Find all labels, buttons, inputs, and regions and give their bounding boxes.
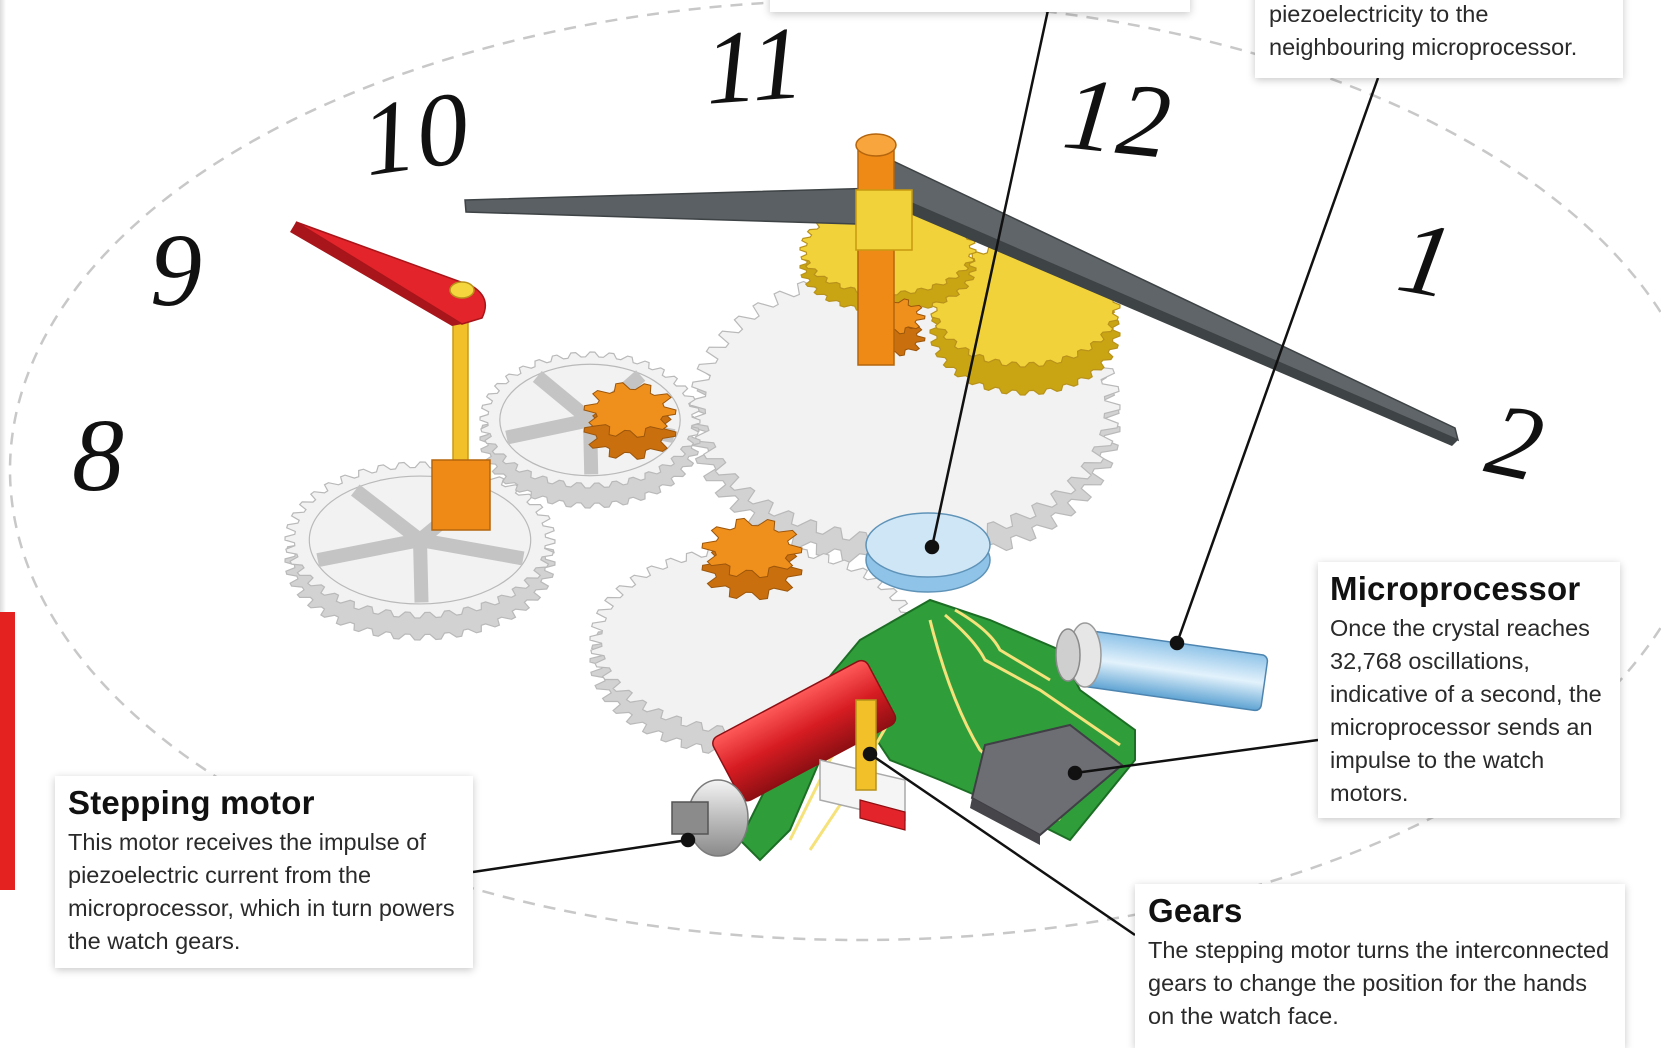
second-hand-cap bbox=[449, 281, 475, 299]
pinion-upper bbox=[583, 382, 677, 460]
page-edge-shadow bbox=[0, 0, 6, 612]
callout-stepping-motor-text: This motor receives the impulse of piezo… bbox=[68, 829, 455, 954]
callout-crystal-box bbox=[770, 0, 1190, 12]
leader-lines bbox=[472, 9, 1380, 937]
leader-gears bbox=[869, 752, 1136, 937]
numeral-2: 2 bbox=[1478, 381, 1555, 505]
callout-microprocessor-text: Once the crystal reaches 32,768 oscillat… bbox=[1330, 615, 1602, 806]
section-color-tab bbox=[0, 612, 15, 890]
leader-battery bbox=[1175, 77, 1380, 644]
leader-crystal bbox=[930, 9, 1050, 548]
callout-gears: Gears The stepping motor turns the inter… bbox=[1135, 884, 1625, 1048]
callout-gears-text: The stepping motor turns the interconnec… bbox=[1148, 937, 1610, 1029]
second-hand-blade bbox=[295, 221, 487, 325]
callout-crystal-continued: piezoelectricity to the neighbouring mic… bbox=[1255, 0, 1623, 78]
callout-stepping-motor-title: Stepping motor bbox=[68, 784, 315, 821]
hour-minute-hands bbox=[464, 133, 1460, 446]
numeral-10: 10 bbox=[355, 69, 478, 198]
microprocessor-chip bbox=[970, 723, 1124, 837]
gear-left-spoked bbox=[284, 461, 556, 641]
pinion-lower bbox=[701, 517, 803, 601]
second-hand-pinion bbox=[431, 459, 491, 531]
numeral-8: 8 bbox=[72, 398, 126, 513]
leader-microprocessor bbox=[1074, 738, 1319, 775]
centre-arbor bbox=[857, 144, 895, 366]
second-hand-post bbox=[452, 311, 469, 471]
callout-microprocessor-title: Microprocessor bbox=[1330, 570, 1581, 607]
battery-cylinder bbox=[1055, 622, 1269, 712]
motor-pinion bbox=[855, 699, 877, 791]
stepping-motor bbox=[671, 659, 906, 857]
callout-microprocessor: Microprocessor Once the crystal reaches … bbox=[1318, 562, 1620, 818]
callout-crystal-text: piezoelectricity to the neighbouring mic… bbox=[1269, 1, 1578, 60]
second-hand bbox=[290, 221, 491, 531]
minute-hand bbox=[464, 187, 889, 226]
numeral-12: 12 bbox=[1058, 55, 1177, 181]
numeral-1: 1 bbox=[1390, 199, 1463, 322]
dial-outline bbox=[9, 0, 1661, 942]
centre-collar bbox=[855, 189, 913, 251]
numeral-9: 9 bbox=[150, 213, 204, 328]
numeral-11: 11 bbox=[701, 5, 809, 127]
centre-arbor-cap bbox=[855, 133, 897, 157]
callout-gears-title: Gears bbox=[1148, 892, 1243, 929]
leader-stepping-motor bbox=[472, 838, 689, 874]
callout-stepping-motor: Stepping motor This motor receives the i… bbox=[55, 776, 473, 968]
